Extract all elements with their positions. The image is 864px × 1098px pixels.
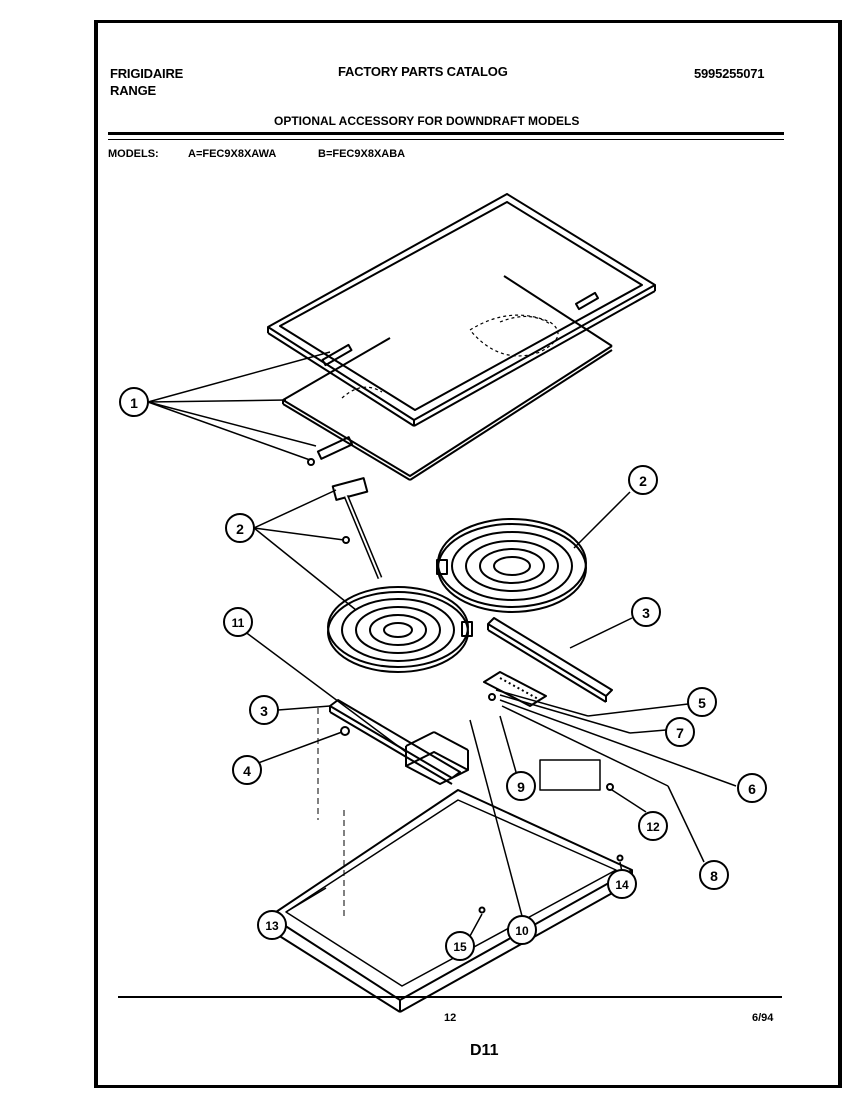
callout-label-4: 4 bbox=[243, 763, 251, 779]
surface-element-right bbox=[436, 518, 587, 613]
callout-13 bbox=[257, 910, 287, 940]
callout-label-12: 12 bbox=[646, 820, 660, 834]
callout-label-14: 14 bbox=[615, 878, 629, 892]
surface-element-left bbox=[327, 586, 473, 673]
catalog-title: FACTORY PARTS CATALOG bbox=[338, 64, 508, 79]
callout-14 bbox=[607, 869, 637, 899]
cooktop-frame bbox=[267, 193, 656, 427]
product-label: RANGE bbox=[110, 83, 156, 98]
callout-label-6: 6 bbox=[748, 781, 756, 797]
callout-8 bbox=[699, 860, 729, 890]
model-b: B=FEC9X8XABA bbox=[318, 148, 406, 160]
callout-label-9: 9 bbox=[517, 779, 525, 795]
callout-15 bbox=[445, 931, 475, 961]
print-date: 6/94 bbox=[752, 1012, 774, 1024]
screw-14 bbox=[616, 854, 624, 862]
callout-2-left bbox=[225, 513, 255, 543]
callout-7 bbox=[665, 717, 695, 747]
callout-11 bbox=[223, 607, 253, 637]
page-code: D11 bbox=[470, 1042, 499, 1059]
section-title: OPTIONAL ACCESSORY FOR DOWNDRAFT MODELS bbox=[274, 114, 580, 128]
terminal-block-lead bbox=[331, 477, 383, 579]
callout-label-2-left: 2 bbox=[236, 521, 244, 537]
leader-lines bbox=[147, 351, 737, 937]
glass-clip bbox=[316, 436, 354, 460]
glass-clip-screw bbox=[307, 458, 315, 466]
header-rule-top bbox=[108, 132, 784, 135]
callout-4 bbox=[232, 755, 262, 785]
callout-label-15: 15 bbox=[453, 940, 467, 954]
callout-12 bbox=[638, 811, 668, 841]
screw-12 bbox=[606, 783, 614, 791]
callout-5 bbox=[687, 687, 717, 717]
callout-2-right bbox=[628, 465, 658, 495]
callout-10 bbox=[507, 915, 537, 945]
callout-6 bbox=[737, 773, 767, 803]
callout-3-right bbox=[631, 597, 661, 627]
callout-label-1: 1 bbox=[130, 395, 138, 411]
model-a: A=FEC9X8XAWA bbox=[188, 148, 277, 160]
bracket-right bbox=[487, 617, 613, 703]
callout-circles bbox=[119, 387, 767, 961]
page-frame bbox=[94, 20, 842, 1088]
cooktop-glass-panel bbox=[282, 275, 613, 481]
callout-label-10: 10 bbox=[515, 924, 529, 938]
bracket-left bbox=[329, 699, 461, 785]
terminal-block bbox=[483, 671, 547, 707]
screw-9 bbox=[488, 693, 496, 701]
screw-15 bbox=[478, 906, 486, 914]
footer-rule bbox=[118, 996, 782, 998]
callout-label-5: 5 bbox=[698, 695, 706, 711]
bottom-tray bbox=[269, 708, 633, 1013]
models-label: MODELS: bbox=[108, 148, 159, 160]
callout-label-7: 7 bbox=[676, 725, 684, 741]
callout-1 bbox=[119, 387, 149, 417]
catalog-number: 5995255071 bbox=[694, 66, 765, 81]
header-rule-bottom bbox=[108, 139, 784, 140]
brand-label: FRIGIDAIRE bbox=[110, 66, 184, 81]
page-number: 12 bbox=[444, 1012, 457, 1024]
callout-label-3-left: 3 bbox=[260, 703, 268, 719]
callout-label-3-right: 3 bbox=[642, 605, 650, 621]
callout-label-11: 11 bbox=[232, 616, 245, 630]
callout-label-8: 8 bbox=[710, 868, 718, 884]
callout-3-left bbox=[249, 695, 279, 725]
screw-4 bbox=[340, 726, 350, 736]
callout-label-13: 13 bbox=[265, 919, 279, 933]
callout-9 bbox=[506, 771, 536, 801]
callout-label-2-right: 2 bbox=[639, 473, 647, 489]
